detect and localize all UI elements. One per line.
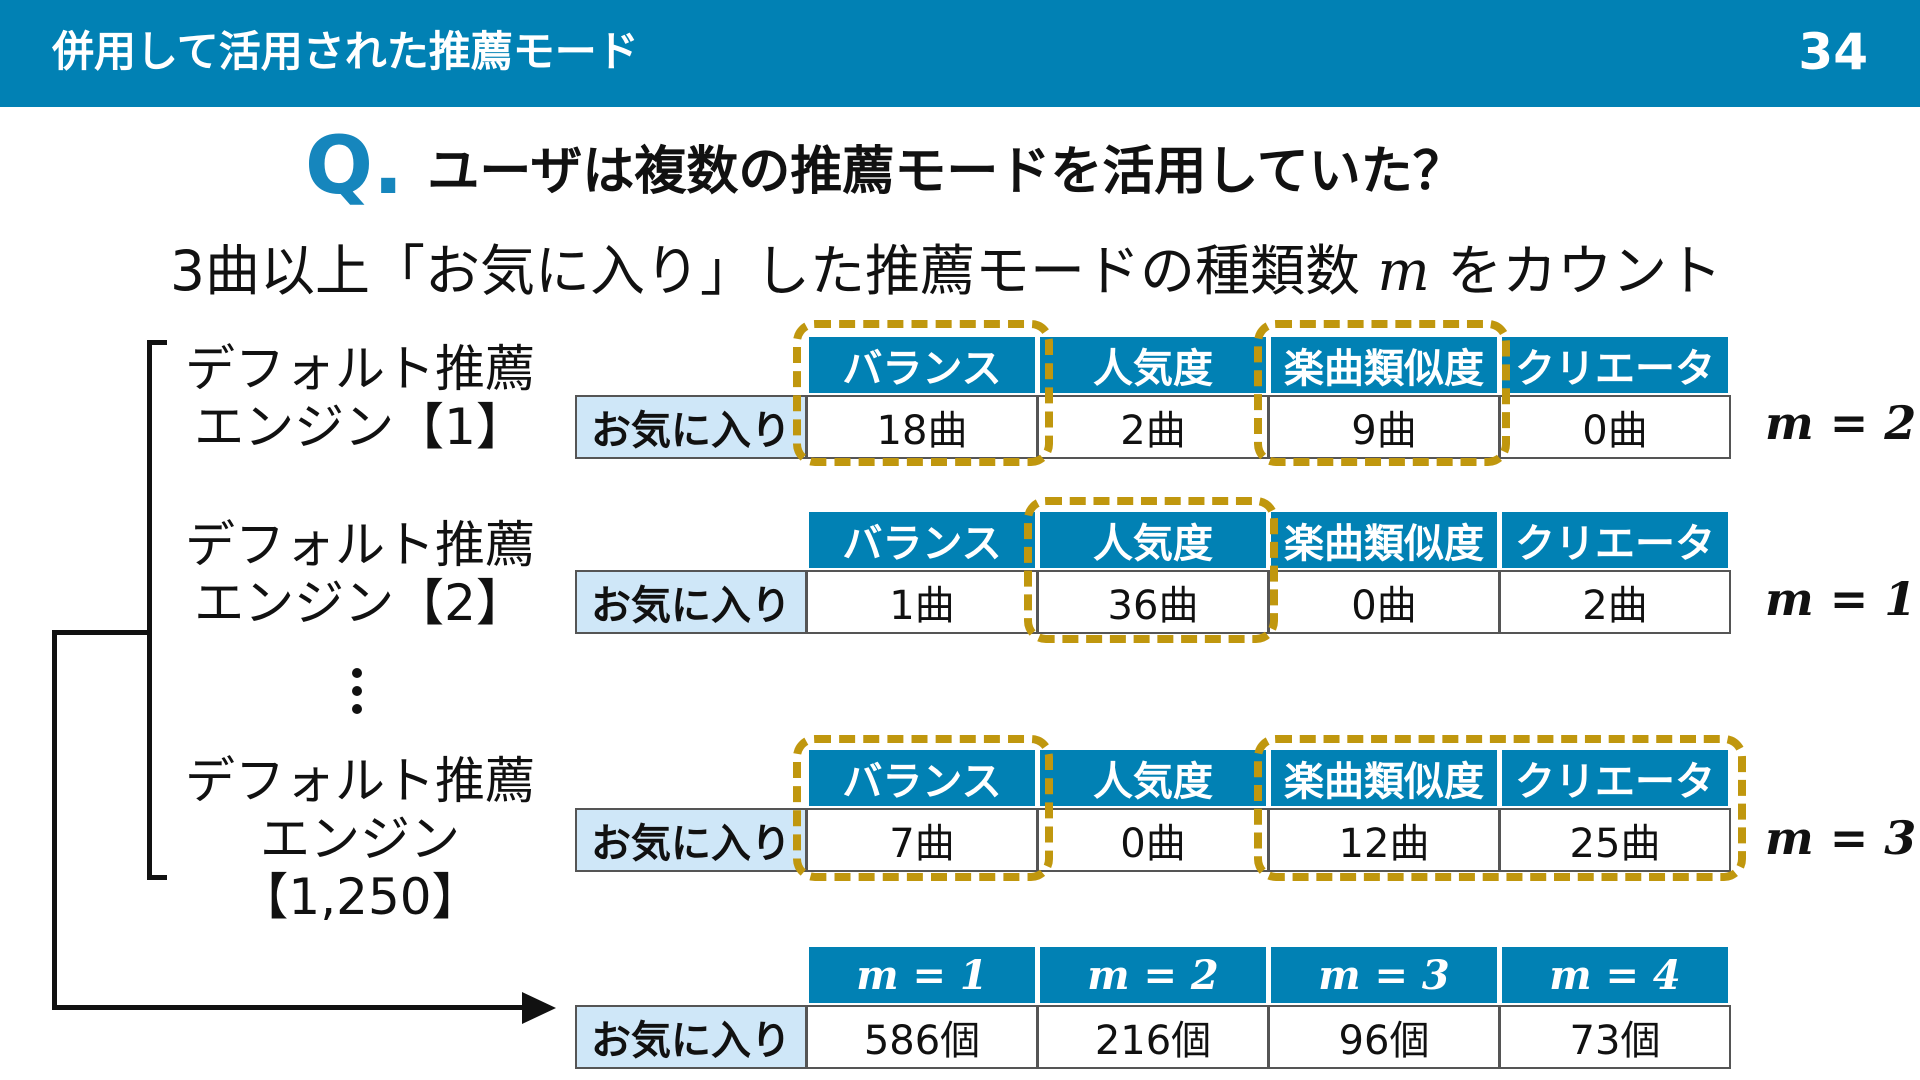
m-label: m = 2 [1765, 396, 1917, 450]
row-label: お気に入り [575, 570, 807, 634]
connector-line-vertical [52, 630, 57, 1010]
bracket-top [147, 340, 167, 345]
header-cell: クリエータ [1500, 510, 1730, 570]
connector-line [52, 630, 152, 635]
header-cell: 人気度 [1038, 510, 1268, 570]
engine-line1: デフォルト推薦 [185, 752, 535, 810]
subtitle: 3曲以上「お気に入り」した推薦モードの種類数 m をカウント [170, 226, 1722, 306]
value-cell: 96個 [1268, 1005, 1500, 1069]
subtitle-after: をカウント [1447, 239, 1723, 303]
row-label: お気に入り [575, 1005, 807, 1069]
m-label: m = 3 [1765, 811, 1917, 865]
engine-label-2: デフォルト推薦 エンジン【2】 [165, 516, 555, 632]
value-cell: 36曲 [1037, 570, 1269, 634]
highlight-box [1024, 497, 1278, 643]
value-cell: 12曲 [1268, 808, 1500, 872]
value-cell: 2曲 [1037, 395, 1269, 459]
engine-line1: デフォルト推薦 [185, 340, 535, 398]
header-cell: クリエータ [1500, 335, 1730, 395]
value-cell: 18曲 [806, 395, 1038, 459]
q-mark: Q. [305, 119, 404, 212]
header-cell: m = 1 [807, 945, 1037, 1005]
header-cell: 楽曲類似度 [1269, 510, 1499, 570]
header-cell: m = 3 [1269, 945, 1499, 1005]
value-cell: 2曲 [1499, 570, 1731, 634]
header-cell: バランス [807, 335, 1037, 395]
value-cell: 586個 [806, 1005, 1038, 1069]
value-cell: 73個 [1499, 1005, 1731, 1069]
engine-line1: デフォルト推薦 [185, 516, 535, 574]
header-cell: 人気度 [1038, 748, 1268, 808]
header-cell: 楽曲類似度 [1269, 335, 1499, 395]
engine-label-1250: デフォルト推薦 エンジン【1,250】 [165, 752, 555, 926]
header-cell: 人気度 [1038, 335, 1268, 395]
question-text: ユーザは複数の推薦モードを活用していた？ [427, 141, 1465, 202]
header-cell: クリエータ [1500, 748, 1730, 808]
header-cell: 楽曲類似度 [1269, 748, 1499, 808]
highlight-box [1254, 320, 1510, 466]
value-cell: 0曲 [1268, 570, 1500, 634]
value-cell: 216個 [1037, 1005, 1269, 1069]
bracket-bottom [147, 875, 167, 880]
subtitle-before: 3曲以上「お気に入り」した推薦モードの種類数 [170, 239, 1360, 303]
ellipsis-vertical-icon [352, 668, 364, 714]
engine-line2: エンジン【2】 [194, 574, 526, 632]
engine-label-1: デフォルト推薦 エンジン【1】 [165, 340, 555, 456]
value-cell: 7曲 [806, 808, 1038, 872]
header-cell: m = 4 [1500, 945, 1730, 1005]
slide-title: 併用して活用された推薦モード [52, 27, 639, 76]
row-label: お気に入り [575, 395, 807, 459]
highlight-box [793, 320, 1053, 466]
header-cell: バランス [807, 748, 1037, 808]
value-cell: 25曲 [1499, 808, 1731, 872]
header-cell: バランス [807, 510, 1037, 570]
arrow-line [52, 1005, 532, 1010]
value-cell: 1曲 [806, 570, 1038, 634]
engine-line2: エンジン【1,250】 [238, 810, 482, 926]
value-cell: 0曲 [1499, 395, 1731, 459]
engine-line2: エンジン【1】 [194, 398, 526, 456]
bracket [147, 340, 152, 880]
arrow-head-icon [522, 992, 556, 1024]
value-cell: 0曲 [1037, 808, 1269, 872]
page-number: 34 [1798, 23, 1868, 81]
subtitle-variable: m [1377, 239, 1430, 303]
m-label: m = 1 [1765, 572, 1917, 626]
value-cell: 9曲 [1268, 395, 1500, 459]
question: Q. ユーザは複数の推薦モードを活用していた？ [305, 126, 1465, 206]
highlight-box [1254, 735, 1746, 881]
header-bar: 併用して活用された推薦モード 34 [0, 0, 1920, 107]
highlight-box [793, 735, 1053, 881]
header-cell: m = 2 [1038, 945, 1268, 1005]
row-label: お気に入り [575, 808, 807, 872]
